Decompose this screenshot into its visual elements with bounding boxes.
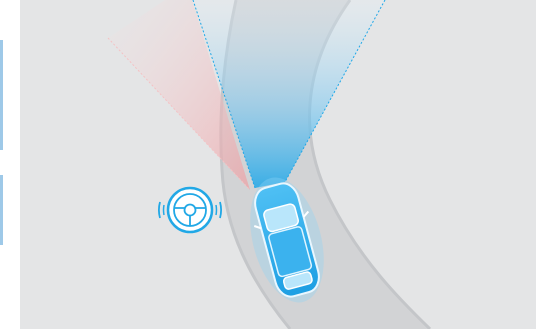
scene-svg bbox=[0, 0, 536, 329]
illustration-canvas bbox=[0, 0, 536, 329]
